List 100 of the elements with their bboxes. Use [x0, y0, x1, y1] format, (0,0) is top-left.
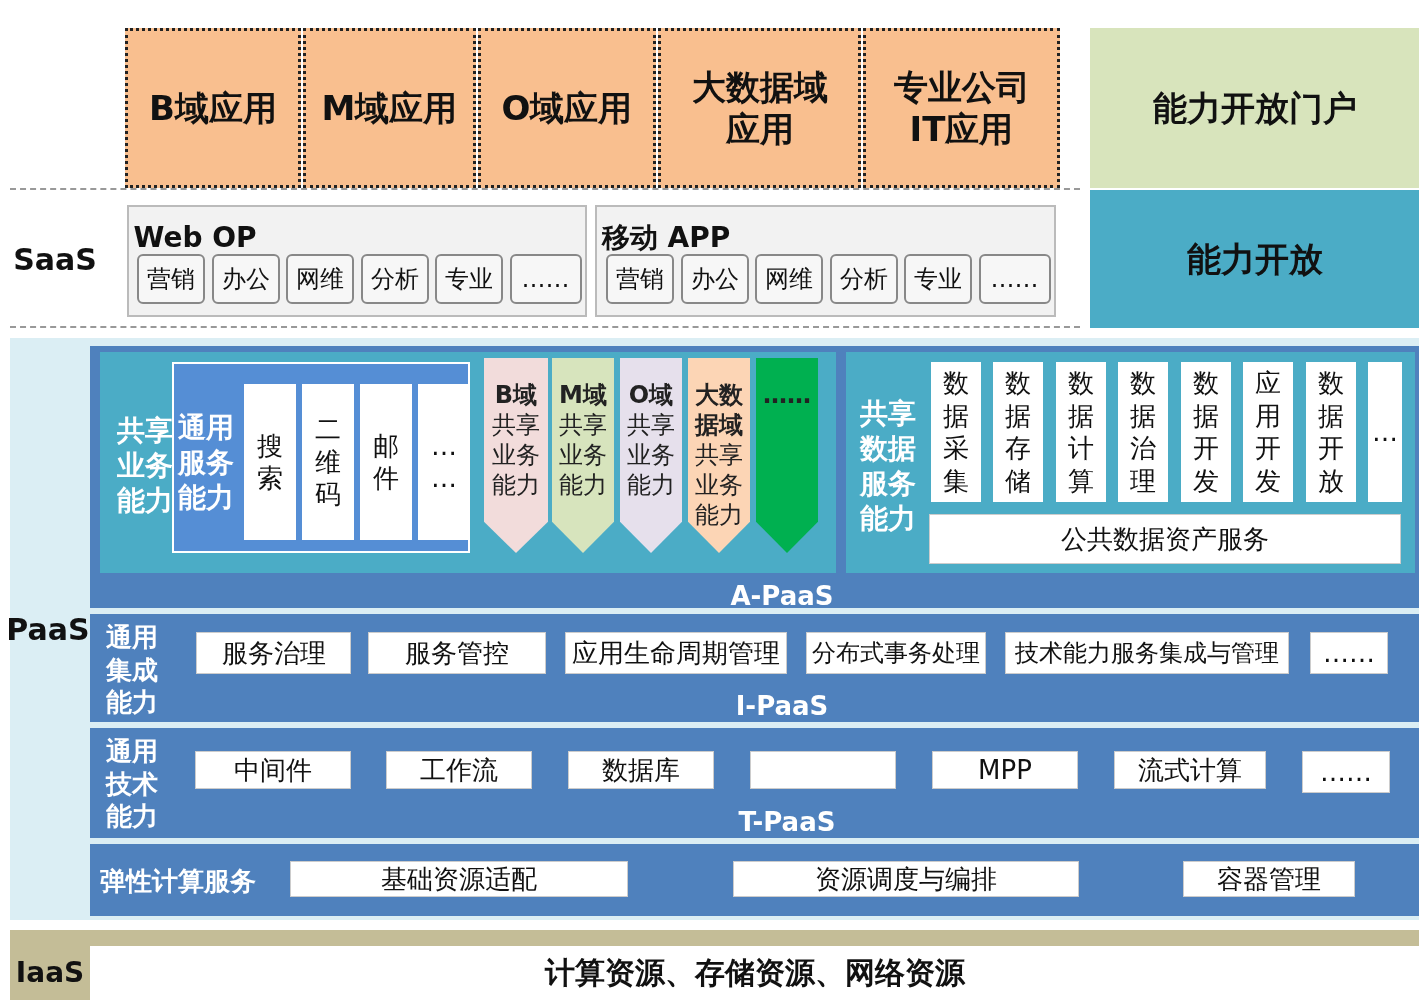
module-tab	[904, 254, 972, 304]
service-box	[1005, 632, 1289, 674]
capability-panel	[846, 352, 1415, 573]
box-label: ……	[1323, 636, 1375, 670]
layer-title: IaaS	[15, 954, 85, 990]
box-label: 计算资源、存储资源、网络资源	[544, 954, 965, 992]
service-box	[1368, 362, 1402, 502]
capability-pennant	[552, 358, 614, 553]
resource-box	[90, 946, 1419, 1000]
module-tab	[211, 254, 280, 304]
layer-panel	[90, 346, 1419, 608]
box-label: 公共数据资产服务	[1061, 522, 1269, 556]
layer-title: SaaS	[13, 241, 97, 279]
capability-pennant	[484, 358, 548, 553]
service-box	[368, 632, 546, 674]
service-box	[1302, 751, 1390, 793]
box-label: …	[1372, 415, 1398, 449]
application-box	[125, 28, 301, 188]
box-label: 基础资源适配	[381, 862, 537, 896]
service-box	[750, 751, 896, 789]
capability-pennant	[620, 358, 682, 553]
module-tab	[360, 254, 429, 304]
channel-panel	[595, 205, 1056, 317]
box-label: 能力开放门户	[1152, 86, 1357, 130]
box-label: 数据计算	[1067, 367, 1095, 497]
service-box	[1118, 362, 1168, 502]
box-label: 网维	[296, 264, 344, 294]
service-box	[993, 362, 1043, 502]
box-label: 邮件	[372, 429, 400, 495]
service-box	[1056, 362, 1106, 502]
layer-title: I-PaaS	[735, 689, 829, 723]
layer-title: T-PaaS	[738, 805, 836, 839]
box-label: 营销	[147, 264, 195, 294]
service-box	[568, 751, 714, 789]
service-box	[733, 861, 1079, 897]
application-box	[658, 28, 861, 188]
box-label: 共享业务能力	[491, 410, 541, 500]
module-tab	[680, 254, 749, 304]
service-box	[1310, 632, 1388, 674]
module-tab	[978, 254, 1051, 304]
module-tab	[435, 254, 503, 304]
box-label: 技术能力服务集成与管理	[1015, 638, 1279, 668]
box-label: 应用生命周期管理	[572, 636, 780, 670]
box-label: 数据采集	[942, 367, 970, 497]
box-label: 流式计算	[1138, 753, 1242, 787]
service-box	[932, 751, 1078, 789]
box-label: 数据开发	[1192, 367, 1220, 497]
box-label: 共享业务能力	[558, 410, 608, 500]
box-label: 网维	[765, 264, 813, 294]
box-label: 营销	[616, 264, 664, 294]
box-label: 能力开放	[1186, 237, 1323, 281]
box-label: B域	[494, 380, 538, 410]
service-box	[1183, 861, 1355, 897]
box-label: 专业公司IT应用	[892, 65, 1031, 151]
capability-panel	[172, 362, 470, 553]
box-label: ……	[763, 380, 811, 410]
box-label: ……	[1320, 755, 1372, 789]
service-box	[929, 514, 1401, 564]
portal-box	[1090, 28, 1419, 188]
box-label: M域应用	[321, 86, 458, 130]
box-label: B域应用	[149, 86, 277, 130]
box-label: 数据治理	[1129, 367, 1157, 497]
box-label: MPP	[978, 753, 1032, 787]
box-label: 办公	[221, 264, 270, 294]
box-label: 服务治理	[221, 636, 326, 670]
capability-panel	[100, 352, 836, 573]
layer-band	[10, 930, 1419, 1000]
service-box	[1181, 362, 1231, 502]
box-label: O域	[628, 380, 674, 410]
box-label: 共享业务能力	[626, 410, 676, 500]
module-tab	[137, 254, 205, 304]
box-label: 搜索	[256, 429, 284, 495]
layer-title: 共享业务能力	[117, 412, 173, 518]
service-box	[1306, 362, 1356, 502]
layer-title: 弹性计算服务	[100, 864, 256, 898]
service-box	[418, 384, 470, 540]
layer-band	[10, 338, 1419, 920]
layer-panel	[90, 728, 1419, 838]
box-label: 共享业务能力	[694, 440, 744, 530]
box-label: ……	[990, 264, 1039, 294]
application-box	[478, 28, 656, 188]
box-label: 二维码	[314, 413, 342, 511]
service-box	[806, 632, 986, 674]
box-label: 工作流	[420, 753, 498, 787]
layer-title: 通用技术能力	[104, 735, 159, 833]
module-tab	[606, 254, 674, 304]
service-box	[302, 384, 354, 540]
service-box	[290, 861, 628, 897]
box-label: 大数据域应用	[690, 65, 829, 151]
box-label: 数据存储	[1004, 367, 1032, 497]
service-box	[565, 632, 787, 674]
box-label: ……	[430, 429, 458, 495]
box-label: 大数据域	[693, 380, 744, 440]
layer-band	[10, 188, 1080, 328]
box-label: 资源调度与编排	[815, 862, 997, 896]
box-label: 专业	[914, 264, 962, 294]
capability-pennant	[688, 358, 750, 553]
service-box	[244, 384, 296, 540]
application-box	[863, 28, 1060, 188]
service-box	[386, 751, 532, 789]
